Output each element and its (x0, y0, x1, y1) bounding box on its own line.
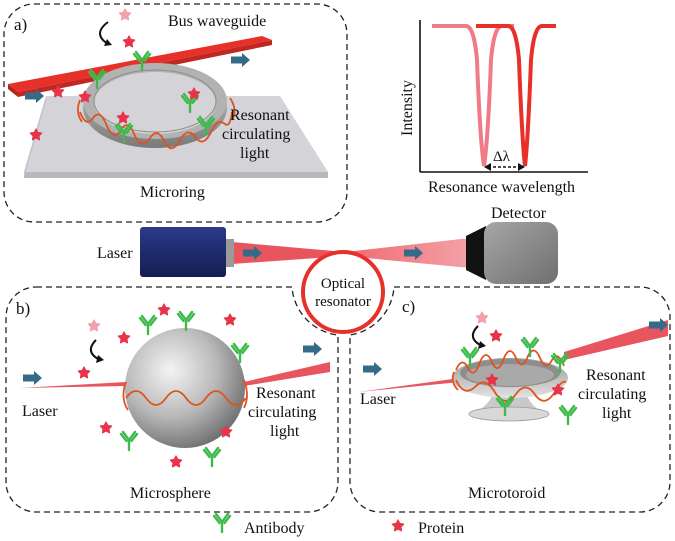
resonant-label-c2: circulating (578, 386, 646, 403)
protein-icon (99, 421, 113, 434)
microsphere (125, 328, 245, 448)
light-direction-arrow-icon (363, 362, 382, 376)
protein-icon (87, 319, 101, 332)
delta-lambda-label: Δλ (493, 149, 511, 165)
antibody-icon (176, 310, 196, 332)
protein-icon (169, 455, 183, 468)
legend: Antibody Protein (212, 512, 464, 537)
panel-c: c) Laser Resonant circulating (349, 286, 671, 513)
protein-icon (122, 35, 136, 48)
panel-c-tag: c) (402, 297, 415, 316)
optical-resonator (301, 250, 385, 334)
device-label-microtoroid: Microtoroid (468, 485, 545, 502)
laser-beam (232, 242, 345, 264)
antibody-icon (520, 336, 540, 358)
input-beam (358, 378, 460, 392)
resonant-label-c1: Resonant (586, 367, 646, 384)
protein-icon (489, 329, 503, 342)
detector (484, 222, 558, 284)
resonant-label-2: circulating (222, 126, 290, 143)
panel-b: b) Laser Resonant circulating (5, 286, 339, 513)
laser-label-b: Laser (22, 403, 58, 420)
protein-icon (117, 331, 131, 344)
resonant-wave-b (125, 390, 247, 406)
laser-source (140, 227, 226, 277)
device-label-microring: Microring (140, 184, 205, 201)
resonant-wave-c (455, 349, 565, 374)
resonant-label-b1: Resonant (256, 385, 316, 402)
laser-label-c: Laser (360, 391, 396, 408)
antibody-icon (119, 430, 139, 452)
antibody-icon (212, 512, 232, 534)
panel-b-tag: b) (16, 299, 30, 318)
spectrum-xlabel: Resonance wavelength (428, 179, 575, 196)
antibody-icon (138, 314, 158, 336)
resonant-wave-a (79, 111, 233, 150)
panel-a-tag: a) (14, 15, 27, 34)
input-beam (20, 382, 126, 388)
spectrum-curve-shifted (476, 24, 556, 167)
protein-icon (77, 366, 91, 379)
protein-icon (223, 313, 237, 326)
spectrum-ylabel: Intensity (399, 80, 416, 136)
antibody-icon (202, 446, 222, 468)
legend-protein-label: Protein (418, 520, 464, 537)
device-label-microsphere: Microsphere (130, 485, 211, 502)
light-direction-arrow-icon (231, 53, 250, 67)
legend-antibody-label: Antibody (244, 520, 304, 537)
laser-label: Laser (97, 245, 133, 262)
protein-icon (118, 8, 132, 21)
resonant-label-1: Resonant (230, 107, 290, 124)
spectrum-plot: Δλ Intensity Resonance wavelength (399, 20, 588, 196)
resonator-label-2: resonator (315, 294, 371, 310)
panel-a: a) (3, 3, 348, 223)
detector-label: Detector (491, 205, 547, 222)
protein-icon (475, 311, 489, 324)
protein-icon (391, 519, 405, 532)
light-direction-arrow-icon (303, 342, 322, 356)
spectrum-curve-initial (432, 24, 514, 167)
protein-icon (157, 303, 171, 316)
resonant-label-3: light (240, 145, 270, 162)
resonant-label-b2: circulating (248, 404, 316, 421)
optical-setup: Laser Detector Optical resonator (97, 205, 558, 334)
output-beam (244, 362, 330, 386)
detector-lens (466, 226, 486, 280)
bus-waveguide-label: Bus waveguide (168, 13, 266, 30)
resonator-label-1: Optical (321, 276, 365, 292)
resonant-label-b3: light (270, 423, 300, 440)
resonant-label-c3: light (602, 405, 632, 422)
antibody-icon (558, 404, 578, 426)
output-beam (564, 320, 668, 360)
light-direction-arrow-icon (23, 371, 42, 385)
